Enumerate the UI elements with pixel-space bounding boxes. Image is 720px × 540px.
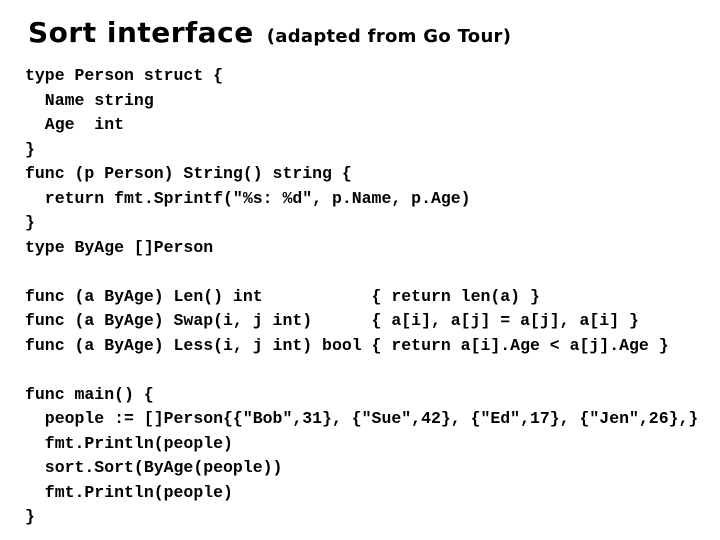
- slide-header: Sort interface (adapted from Go Tour): [28, 16, 511, 49]
- page-title: Sort interface: [28, 16, 254, 49]
- code-block: type Person struct { Name string Age int…: [25, 66, 699, 526]
- page-subtitle: (adapted from Go Tour): [266, 26, 512, 47]
